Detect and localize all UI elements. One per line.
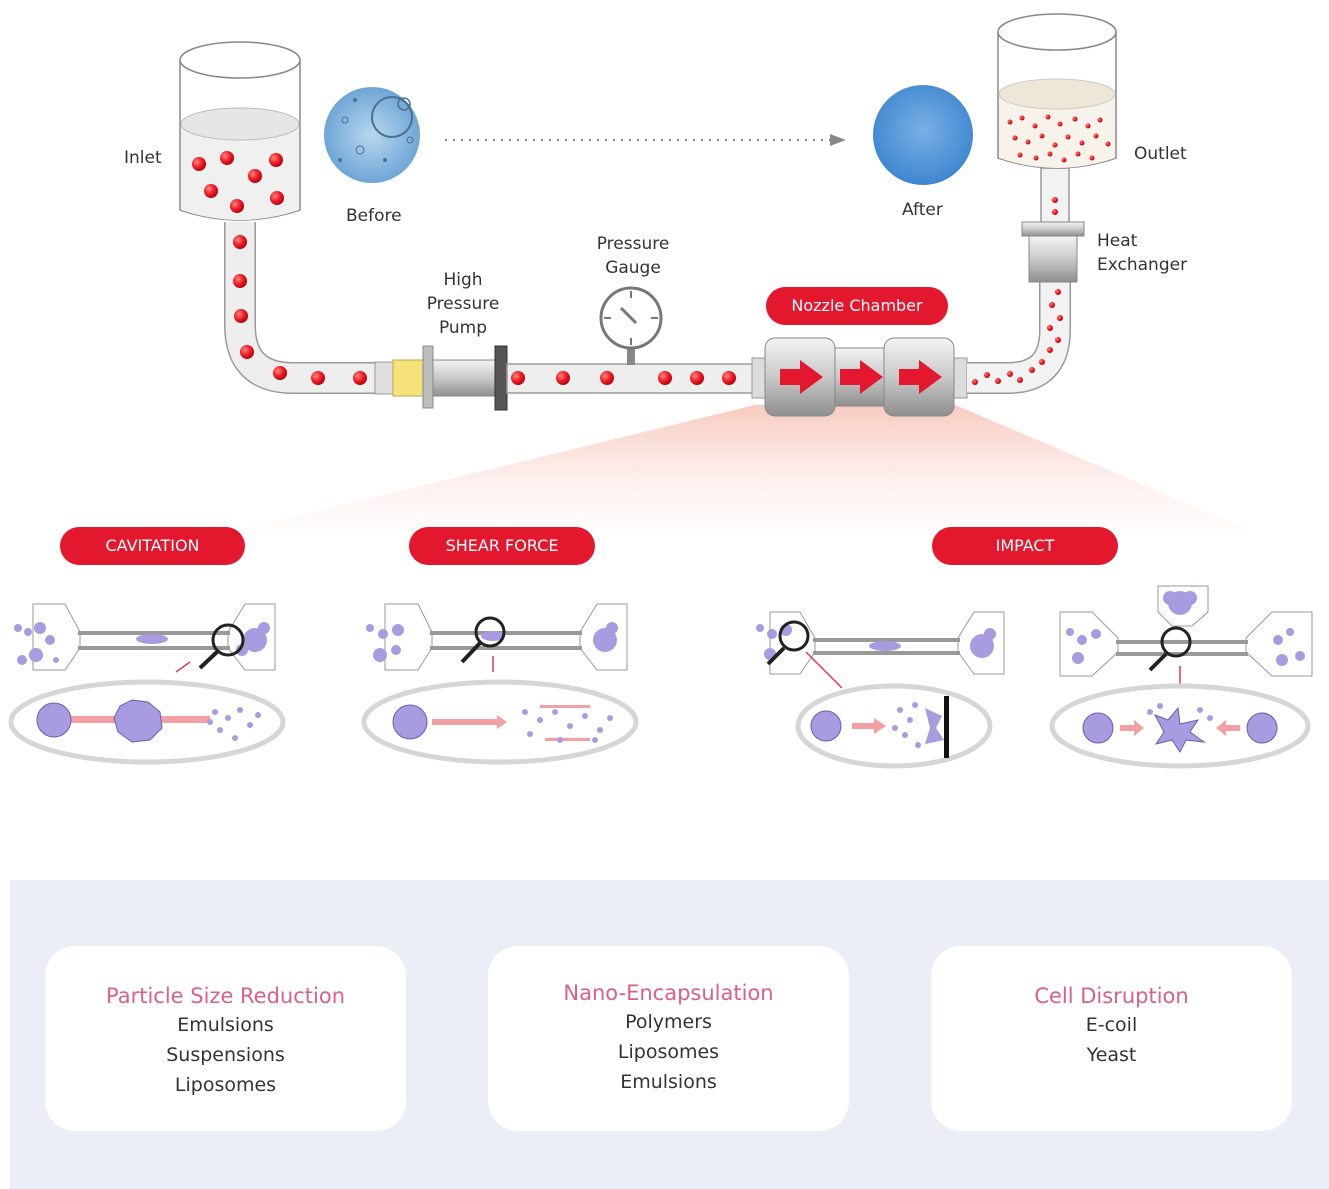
card-item: Emulsions <box>620 1071 717 1093</box>
card-item: Liposomes <box>617 1041 720 1063</box>
gauge-label-line1: Pressure <box>596 234 670 254</box>
pressure-gauge <box>599 286 663 365</box>
impact-diagram-opposed <box>1049 585 1313 769</box>
cavitation-badge: CAVITATION <box>60 527 245 565</box>
pipe-particles-inlet <box>233 235 367 385</box>
application-card-particle-size-reduction: Particle Size Reduction Emulsions Suspen… <box>45 946 406 1131</box>
outlet-tank <box>997 13 1117 169</box>
heat-exchanger-label: Heat Exchanger <box>1097 229 1187 277</box>
shear-force-diagram <box>361 603 639 765</box>
cavitation-diagram <box>8 603 286 765</box>
heat-exchanger-label-line1: Heat <box>1097 231 1138 251</box>
pump-label: High Pressure Pump <box>418 268 508 340</box>
heat-exchanger <box>1021 221 1085 283</box>
heat-exchanger-label-line2: Exchanger <box>1097 255 1188 275</box>
gauge-label-line2: Gauge <box>605 258 661 278</box>
card-item: Liposomes <box>174 1074 277 1096</box>
process-diagram-graphic <box>8 13 1313 769</box>
before-label: Before <box>346 206 402 226</box>
card-item: Polymers <box>625 1011 712 1033</box>
applications-panel: Particle Size Reduction Emulsions Suspen… <box>10 880 1329 1189</box>
card-item: Emulsions <box>177 1014 274 1036</box>
impact-badge: IMPACT <box>932 527 1118 565</box>
inlet-tank <box>179 41 301 221</box>
process-diagram: Inlet Before After Outlet Heat Exchanger… <box>8 13 1313 769</box>
card-title: Particle Size Reduction <box>105 984 346 1008</box>
before-micrograph <box>324 87 420 183</box>
high-pressure-pump <box>374 345 508 411</box>
pipe-particles-outlet <box>972 197 1063 385</box>
gauge-label: Pressure Gauge <box>585 232 681 280</box>
pump-label-line1: High <box>443 270 483 290</box>
pipe-particles-main <box>511 371 736 385</box>
after-label: After <box>902 200 943 220</box>
pump-label-line3: Pump <box>438 318 488 338</box>
focus-beam <box>240 405 1250 530</box>
impact-diagram-straight <box>756 611 1005 769</box>
card-item: E-coil <box>1085 1014 1138 1036</box>
outlet-label: Outlet <box>1134 144 1187 164</box>
pump-label-line2: Pressure <box>426 294 500 314</box>
card-title: Cell Disruption <box>1034 984 1189 1008</box>
nozzle-chamber-badge: Nozzle Chamber <box>766 287 948 325</box>
application-card-cell-disruption: Cell Disruption E-coil Yeast <box>931 946 1292 1131</box>
card-item: Suspensions <box>166 1044 285 1066</box>
card-title: Nano-Encapsulation <box>563 981 774 1005</box>
process-arrowhead <box>830 134 846 146</box>
main-pipe <box>506 363 758 394</box>
nozzle-chamber <box>751 337 968 417</box>
application-card-nano-encapsulation: Nano-Encapsulation Polymers Liposomes Em… <box>488 946 849 1131</box>
shear-force-badge: SHEAR FORCE <box>409 527 595 565</box>
after-micrograph <box>873 85 973 185</box>
card-item: Yeast <box>1086 1044 1137 1066</box>
inlet-label: Inlet <box>124 148 162 168</box>
